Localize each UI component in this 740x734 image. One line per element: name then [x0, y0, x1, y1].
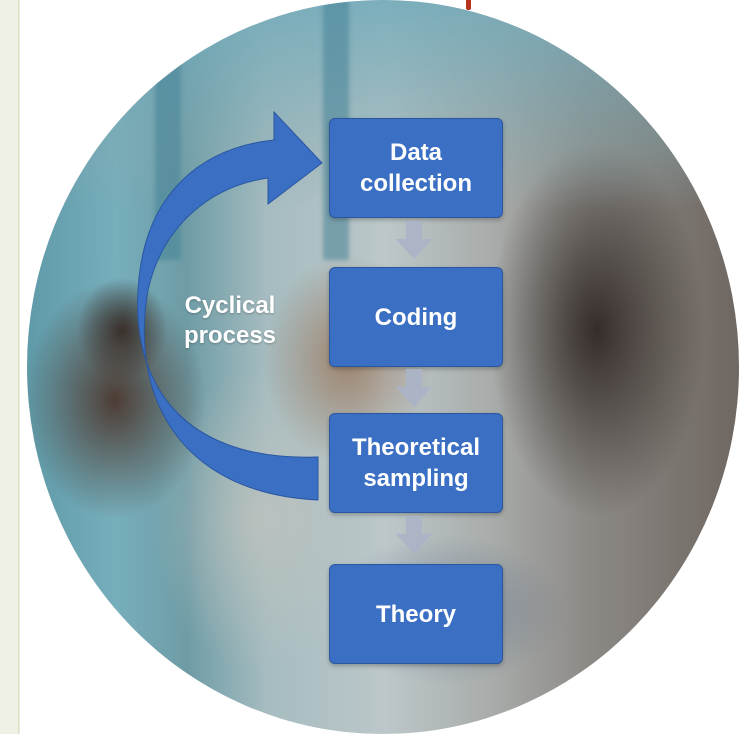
step-label-line: Coding	[374, 303, 458, 331]
step-box-theoretical-sampling: Theoretical sampling	[329, 413, 503, 513]
step-label-line: sampling	[363, 465, 469, 492]
slide-left-margin	[0, 0, 19, 734]
step-label-line: Theory	[375, 600, 456, 628]
down-arrow-icon	[396, 369, 432, 407]
cycle-label-line: Cyclical	[184, 292, 276, 319]
cycle-label-line: process	[183, 322, 277, 349]
down-arrow-icon	[396, 516, 432, 554]
step-box-data-collection: Data collection	[329, 118, 503, 218]
step-box-theory: Theory	[329, 564, 503, 664]
cyclical-arrow-icon	[137, 110, 323, 501]
step-box-coding: Coding	[329, 267, 503, 367]
step-label-line: collection	[359, 170, 473, 197]
step-label-line: Data	[389, 139, 443, 166]
down-arrow-icon	[396, 221, 432, 259]
step-label-line: Theoretical	[351, 434, 481, 461]
cyclical-process-label: Cyclical process	[160, 291, 300, 351]
